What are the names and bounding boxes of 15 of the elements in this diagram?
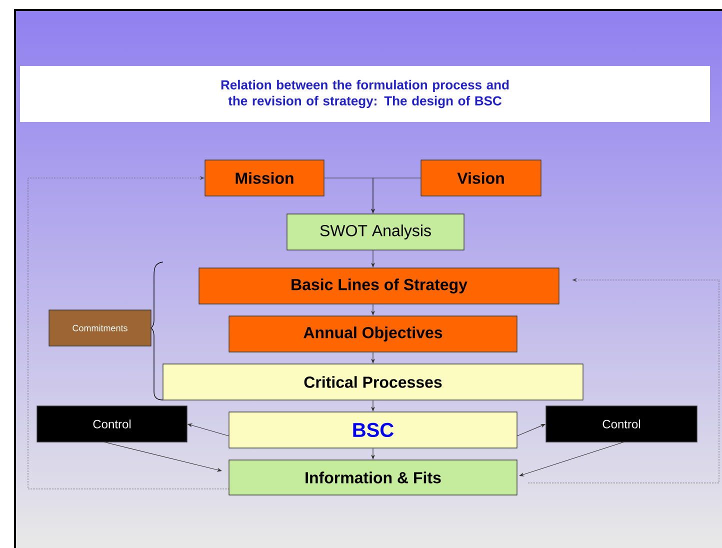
process-box: BSC (228, 412, 518, 448)
process-box: Annual Objectives (228, 316, 518, 352)
arrow (519, 442, 624, 476)
arrow (104, 442, 222, 472)
process-box: Critical Processes (162, 364, 584, 400)
process-box: Information & Fits (228, 460, 518, 496)
arrow (28, 176, 229, 490)
title-banner: Relation between the formulation process and the revision of strategy: The design of BSC (20, 66, 710, 122)
process-box: Control (36, 406, 188, 442)
process-box: Mission (204, 160, 324, 196)
process-box: Basic Lines of Strategy (198, 268, 560, 304)
process-box: Vision (420, 160, 542, 196)
process-box: SWOT Analysis (286, 214, 464, 250)
process-box: Control (546, 406, 698, 442)
process-box: Commitments (48, 310, 152, 346)
